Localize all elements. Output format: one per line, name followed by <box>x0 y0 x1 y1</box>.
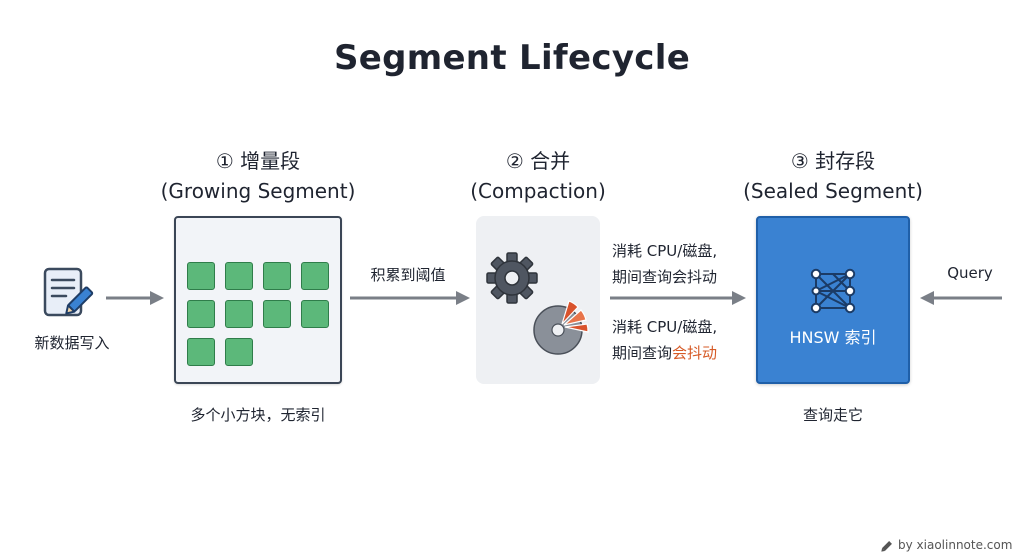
segment-block <box>263 300 291 328</box>
gear-icon <box>486 252 538 304</box>
sealed-segment-box: HNSW 索引 <box>756 216 910 384</box>
segment-block-grid <box>187 262 329 370</box>
input-label: 新数据写入 <box>34 334 110 352</box>
document-pencil-icon <box>40 266 102 322</box>
cost-bottom-line2: 期间查询会抖动 <box>612 340 742 366</box>
growing-segment-box <box>174 216 342 384</box>
cost-bottom-prefix: 期间查询 <box>612 344 673 362</box>
segment-block <box>225 338 253 366</box>
accumulate-label: 积累到阈值 <box>370 266 446 284</box>
hnsw-index-label: HNSW 索引 <box>789 328 877 347</box>
stage-compaction-heading: ② 合并 (Compaction) <box>438 146 638 206</box>
arrow-compaction-to-sealed <box>610 289 750 311</box>
segment-block <box>187 262 215 290</box>
cost-label-top: 消耗 CPU/磁盘, 期间查询会抖动 <box>612 238 742 290</box>
segment-block <box>263 262 291 290</box>
arrow-query-to-sealed <box>918 289 1004 311</box>
footer-credit: by xiaolinnote.com <box>898 538 1013 552</box>
arrow-input-to-growing <box>106 289 166 311</box>
segment-block <box>225 300 253 328</box>
stage-compaction-title: ② 合并 <box>505 149 571 173</box>
segment-block <box>187 300 215 328</box>
cost-label-bottom: 消耗 CPU/磁盘, 期间查询会抖动 <box>612 314 742 366</box>
compaction-box <box>476 216 600 384</box>
cost-bottom-highlight: 会抖动 <box>672 344 718 362</box>
cost-top-line2: 期间查询会抖动 <box>612 268 718 286</box>
stage-sealed-title: ③ 封存段 <box>790 149 876 173</box>
stage-sealed-subtitle: (Sealed Segment) <box>743 179 923 203</box>
hnsw-graph-icon <box>808 266 858 318</box>
segment-block <box>301 262 329 290</box>
sealed-caption: 查询走它 <box>802 406 863 424</box>
segment-block <box>187 338 215 366</box>
segment-block <box>225 262 253 290</box>
stage-compaction-subtitle: (Compaction) <box>470 179 606 203</box>
query-label: Query <box>947 264 993 282</box>
segment-block <box>301 300 329 328</box>
stage-growing-title: ① 增量段 <box>215 149 301 173</box>
pencil-icon <box>880 538 894 552</box>
stage-growing-heading: ① 增量段 (Growing Segment) <box>158 146 358 206</box>
growing-caption: 多个小方块，无索引 <box>190 406 326 424</box>
diagram-title: Segment Lifecycle <box>333 38 691 78</box>
pie-chart-icon <box>528 294 592 358</box>
cost-bottom-line1: 消耗 CPU/磁盘, <box>612 318 718 336</box>
cost-top-line1: 消耗 CPU/磁盘, <box>612 242 718 260</box>
stage-growing-subtitle: (Growing Segment) <box>160 179 356 203</box>
stage-sealed-heading: ③ 封存段 (Sealed Segment) <box>728 146 938 206</box>
arrow-growing-to-compaction <box>350 289 474 311</box>
